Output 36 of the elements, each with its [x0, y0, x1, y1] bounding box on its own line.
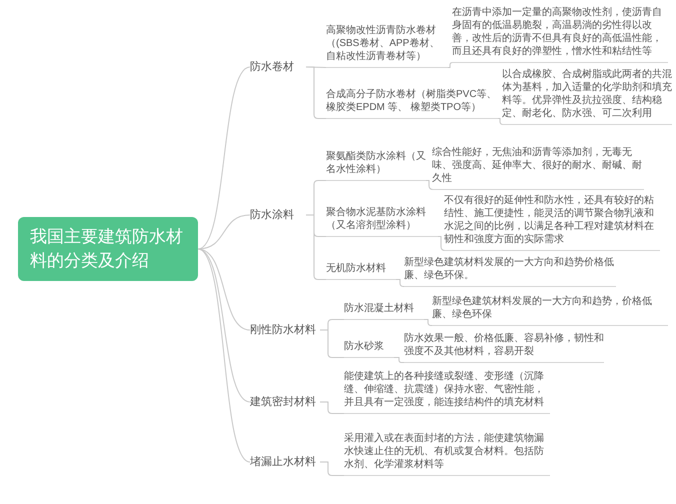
branch-topic: 防水涂料: [250, 203, 306, 227]
connector-line: [198, 248, 250, 462]
subtopic-text: 防水砂浆: [344, 340, 394, 358]
subtopic-text: 在沥青中添加一定量的高聚物改性剂，使沥青自身固有的低温易脆裂，高温易淌的劣性得以改善，改性后的沥青不但具有良好的高低温性能，而且还具有良好的弹塑性，憎水性和粘结性等: [452, 6, 668, 63]
subtopic-text: 新型绿色建筑材料发展的一大方向和趋势，价格低廉、绿色环保: [432, 295, 668, 326]
subtopic-text: 以合成橡胶、合成树脂或此两者的共混体为基料，加入适量的化学助剂和填充料等。优异弹性及抗拉强度、结构稳定、耐老化、防水强、可二次利用: [502, 68, 672, 125]
connector-line: [426, 180, 434, 190]
central-topic-box: 我国主要建筑防水材料的分类及介绍: [18, 217, 198, 281]
connector-line: [394, 357, 404, 363]
subtopic-text: 合成高分子防水卷材（树脂类PVC等、橡胶类EPDM 等、 橡塑类TPO等）: [326, 88, 498, 119]
subtopic-text: 无机防水材料: [326, 262, 396, 280]
connector-line: [438, 236, 446, 251]
connector-line: [198, 214, 250, 250]
subtopic-text: 能使建筑上的各种接缝或裂缝、变形缝（沉降缝、伸缩缝、抗震缝）保持水密、气密性能，并且具有一定强度，能连接结构件的填充材料: [344, 370, 550, 414]
connector-line: [396, 279, 404, 287]
branch-topic: 堵漏止水材料: [250, 450, 320, 474]
connector-line: [320, 330, 344, 358]
connector-line: [320, 462, 344, 476]
connector-line: [448, 62, 453, 68]
branch-topic: 建筑密封材料: [250, 390, 320, 414]
connector-line: [498, 118, 504, 125]
connector-line: [198, 248, 250, 330]
subtopic-text: 聚氨酯类防水涂料（又名水性涂料）: [326, 150, 426, 181]
subtopic-text: 聚合物水泥基防水涂料（又名溶剂型涂料）: [326, 206, 438, 237]
subtopic-text: 不仅有很好的延伸性和防水性，还具有较好的粘结性、施工便捷性，能灵活的调节聚合物乳液和水泥之间的比例，以满足各种工程对建筑材料在韧性和強度方面的实际需求: [444, 194, 660, 251]
branch-topic: 刚性防水材料: [250, 318, 320, 342]
connector-line: [198, 66, 250, 250]
subtopic-text: 新型绿色建筑材料发展的一大方向和趋势价格低廉、绿色环保。: [404, 256, 616, 287]
subtopic-text: 防水效果一般、价格低廉、容易补修，韧性和强度不及其他材料，容易开裂: [404, 332, 604, 363]
subtopic-text: 高聚物改性沥青防水卷材（(SBS卷材、APP卷材、自粘改性沥青卷材等）: [326, 24, 448, 68]
connector-line: [424, 319, 432, 326]
subtopic-text: 采用灌入或在表面封堵的方法，能使建筑物漏水快速止住的无机、有机或复合材料。包括防水剂、化学灌浆材料等: [344, 432, 550, 476]
connector-line: [320, 402, 344, 414]
subtopic-text: 综合性能好，无焦油和沥青等添加剂，无毒无味、强度高、延伸率大、很好的耐水、耐碱、耐久性: [432, 146, 644, 190]
branch-topic: 防水卷材: [250, 55, 306, 79]
subtopic-text: 防水混凝土材料: [344, 302, 424, 320]
